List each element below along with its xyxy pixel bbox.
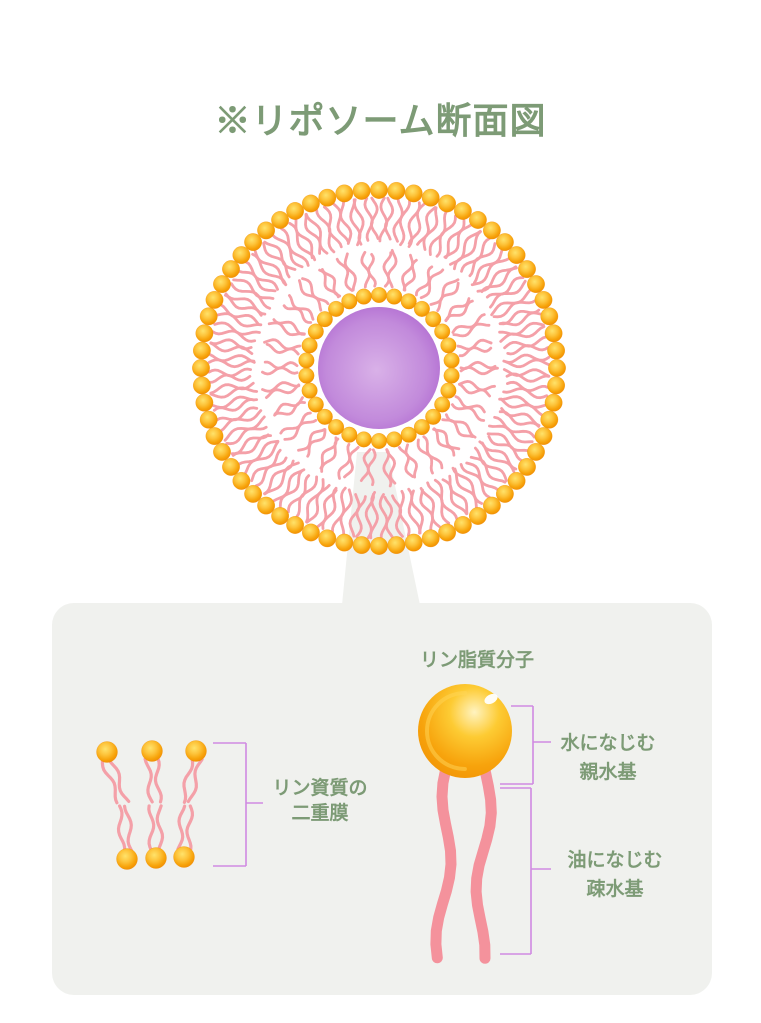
- label-lipid-bilayer: リン資質の 二重膜: [272, 776, 367, 826]
- bracket-bilayer: [213, 742, 263, 867]
- label-hydrophilic-line1: 水になじむ: [560, 733, 656, 754]
- sphere-crescent-shine: [425, 691, 505, 771]
- label-hydrophilic-line2: 親水基: [579, 762, 637, 783]
- sphere-highlight: [484, 693, 498, 705]
- liposome: [192, 181, 566, 555]
- inner-bead-ring: [298, 286, 460, 450]
- label-hydrophobic-line1: 油になじむ: [567, 850, 663, 871]
- bracket-hydrophilic: [500, 705, 551, 785]
- hydrophilic-head-sphere: [418, 684, 512, 778]
- outer-leaflet-tails: [207, 196, 551, 540]
- bracket-hydrophobic: [500, 787, 551, 955]
- liposome-core: [318, 307, 440, 429]
- page-title: ※リポソーム断面図: [214, 100, 547, 142]
- label-hydrophilic-head: 水になじむ 親水基: [560, 729, 655, 787]
- label-lipid-bilayer-line2: 二重膜: [291, 803, 349, 824]
- label-phospholipid-molecule: リン脂質分子: [420, 650, 534, 672]
- connector-funnel: [342, 452, 420, 605]
- inner-leaflet-tails: [261, 248, 499, 488]
- label-hydrophobic-line2: 疎水基: [586, 879, 644, 900]
- label-lipid-bilayer-line1: リン資質の: [272, 778, 368, 799]
- label-phospholipid-molecule-text: リン脂質分子: [419, 650, 535, 671]
- phospholipid-molecule: [418, 684, 512, 964]
- label-hydrophobic-tail: 油になじむ 疎水基: [567, 846, 662, 904]
- outer-bead-ring: [192, 181, 566, 555]
- bilayer-mini-diagram: [96, 740, 207, 870]
